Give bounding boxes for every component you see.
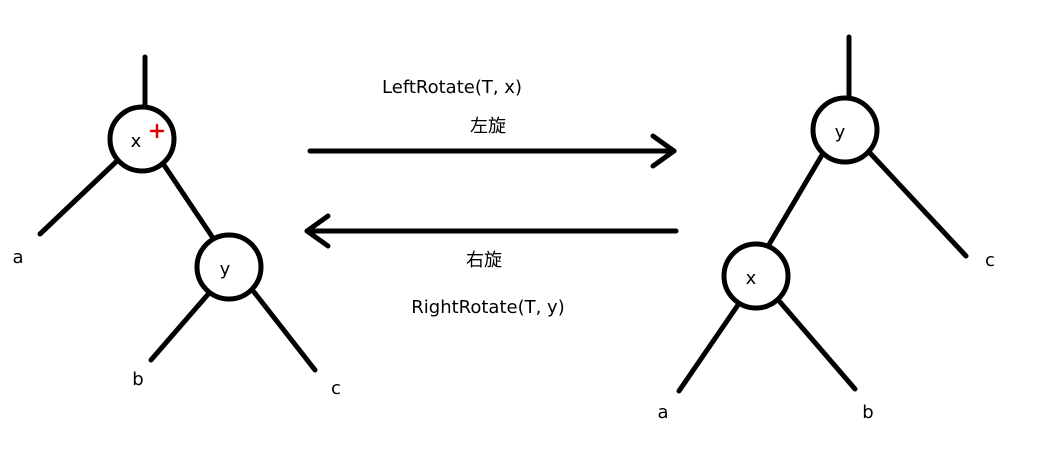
before-node-y (194, 232, 264, 302)
before-edge-y-c (251, 289, 318, 373)
after-node-x-label: x (746, 268, 757, 289)
before-edge-y-b (148, 289, 213, 363)
before-node-x (107, 104, 177, 174)
left-rotate-label: LeftRotate(T, x) (382, 77, 522, 98)
before-edge-x-a (37, 157, 121, 237)
right-rotate-label: RightRotate(T, y) (411, 297, 564, 318)
before-leaf-a: a (12, 247, 23, 268)
after-node-y (810, 95, 880, 165)
after-edge-x-b (777, 299, 858, 392)
before-leaf-b: b (132, 369, 143, 390)
left-rotate-operation: LeftRotate(T, x) 左旋 (307, 77, 677, 169)
after-node-x (721, 241, 791, 311)
before-edge-x-y (161, 162, 216, 241)
after-leaf-b: b (862, 402, 873, 423)
left-rotate-cn-label: 左旋 (470, 116, 506, 137)
right-rotate-operation: 右旋 RightRotate(T, y) (304, 213, 679, 318)
before-node-x-label: x (131, 131, 142, 152)
before-node-y-label: y (220, 259, 231, 280)
after-leaf-c: c (985, 250, 995, 271)
after-edge-x-a (676, 299, 743, 394)
plus-marker-icon (149, 123, 165, 139)
right-arrowhead-icon (650, 133, 677, 169)
left-arrowhead-icon (304, 213, 331, 249)
after-node-y-label: y (835, 122, 846, 143)
tree-after: y x c a b (657, 34, 995, 423)
tree-before: x y a b c (12, 54, 341, 399)
right-rotate-cn-label: 右旋 (466, 250, 502, 271)
after-edge-y-x (764, 152, 825, 251)
after-edge-y-c (867, 150, 969, 259)
before-leaf-c: c (331, 378, 341, 399)
after-leaf-a: a (657, 402, 668, 423)
